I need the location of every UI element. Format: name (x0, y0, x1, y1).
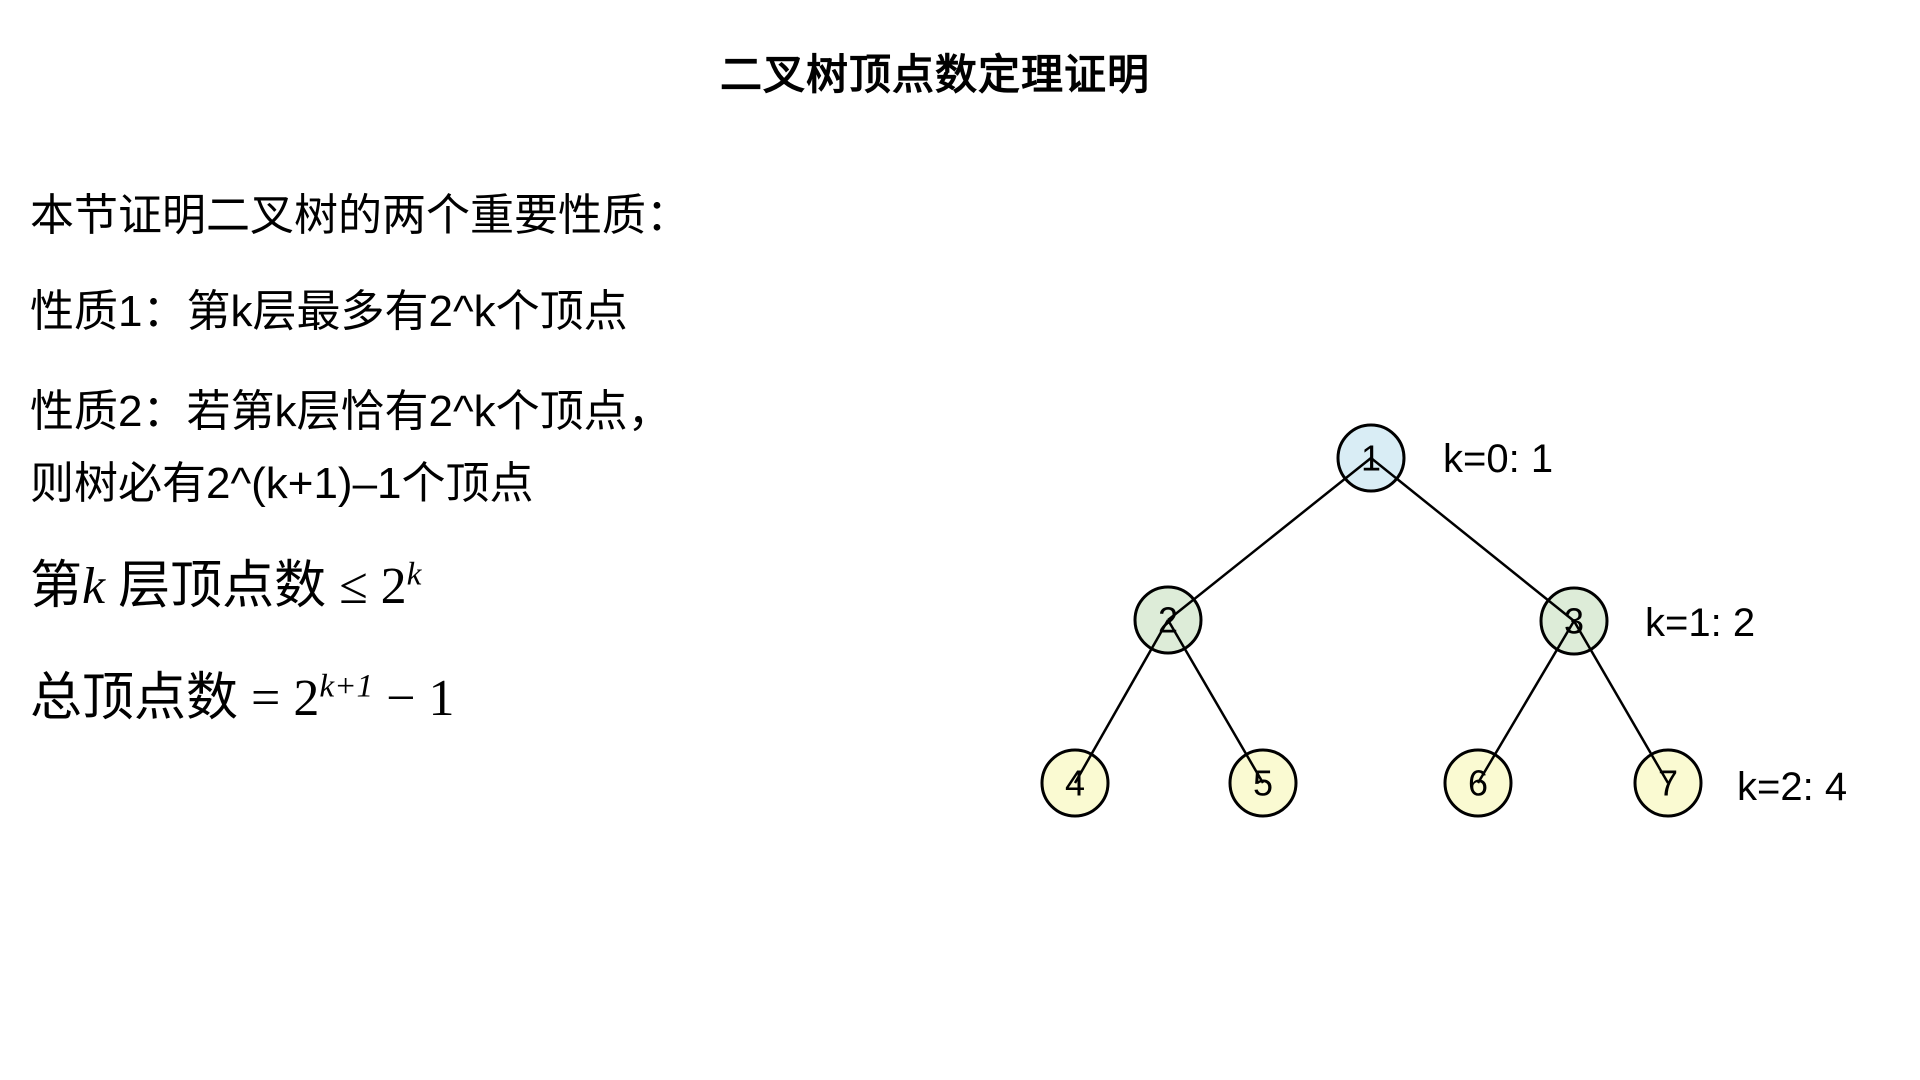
tree-edge-1-2 (1167, 457, 1372, 621)
tree-edge-3-6 (1476, 620, 1576, 784)
property-2-text: 性质2：若第k层恰有2^k个顶点， 则树必有2^(k+1)–1个顶点 (30, 376, 672, 520)
formula-level-middle: 层顶点数 (105, 558, 340, 615)
property-1-text: 性质1：第k层最多有2^k个顶点 (30, 287, 628, 336)
formula-level-variable: k (82, 558, 106, 615)
tree-edge-2-5 (1166, 619, 1265, 784)
tree-edge-3-7 (1572, 620, 1670, 784)
formula-total-prefix: 总顶点数 (30, 670, 252, 727)
property-2-line1: 性质2：若第k层恰有2^k个顶点， (30, 387, 672, 436)
formula-level-exponent: k (406, 555, 422, 593)
tree-edge-2-4 (1073, 619, 1170, 784)
formula-level-prefix: 第 (30, 558, 83, 615)
page-title: 二叉树顶点数定理证明 (719, 51, 1150, 98)
formula-total-exponent: k+1 (319, 667, 374, 705)
level-count-label-k0: k=0: 1 (1443, 437, 1553, 481)
formula-total-relation: = (251, 670, 294, 727)
formula-level-relation: ≤ (339, 558, 381, 615)
level-count-label-k1: k=1: 2 (1645, 601, 1755, 645)
tree-edge-1-3 (1370, 457, 1575, 622)
formula-total-suffix: − 1 (373, 670, 455, 727)
formula-level-base: 2 (380, 558, 407, 615)
formula-level-count: 第k 层顶点数 ≤ 2k (30, 556, 421, 618)
property-2-line2: 则树必有2^(k+1)–1个顶点 (30, 459, 534, 508)
level-count-label-k2: k=2: 4 (1737, 765, 1847, 809)
formula-total-base: 2 (293, 670, 320, 727)
formula-total-count: 总顶点数 = 2k+1 − 1 (30, 668, 455, 730)
intro-text: 本节证明二叉树的两个重要性质： (30, 191, 690, 240)
